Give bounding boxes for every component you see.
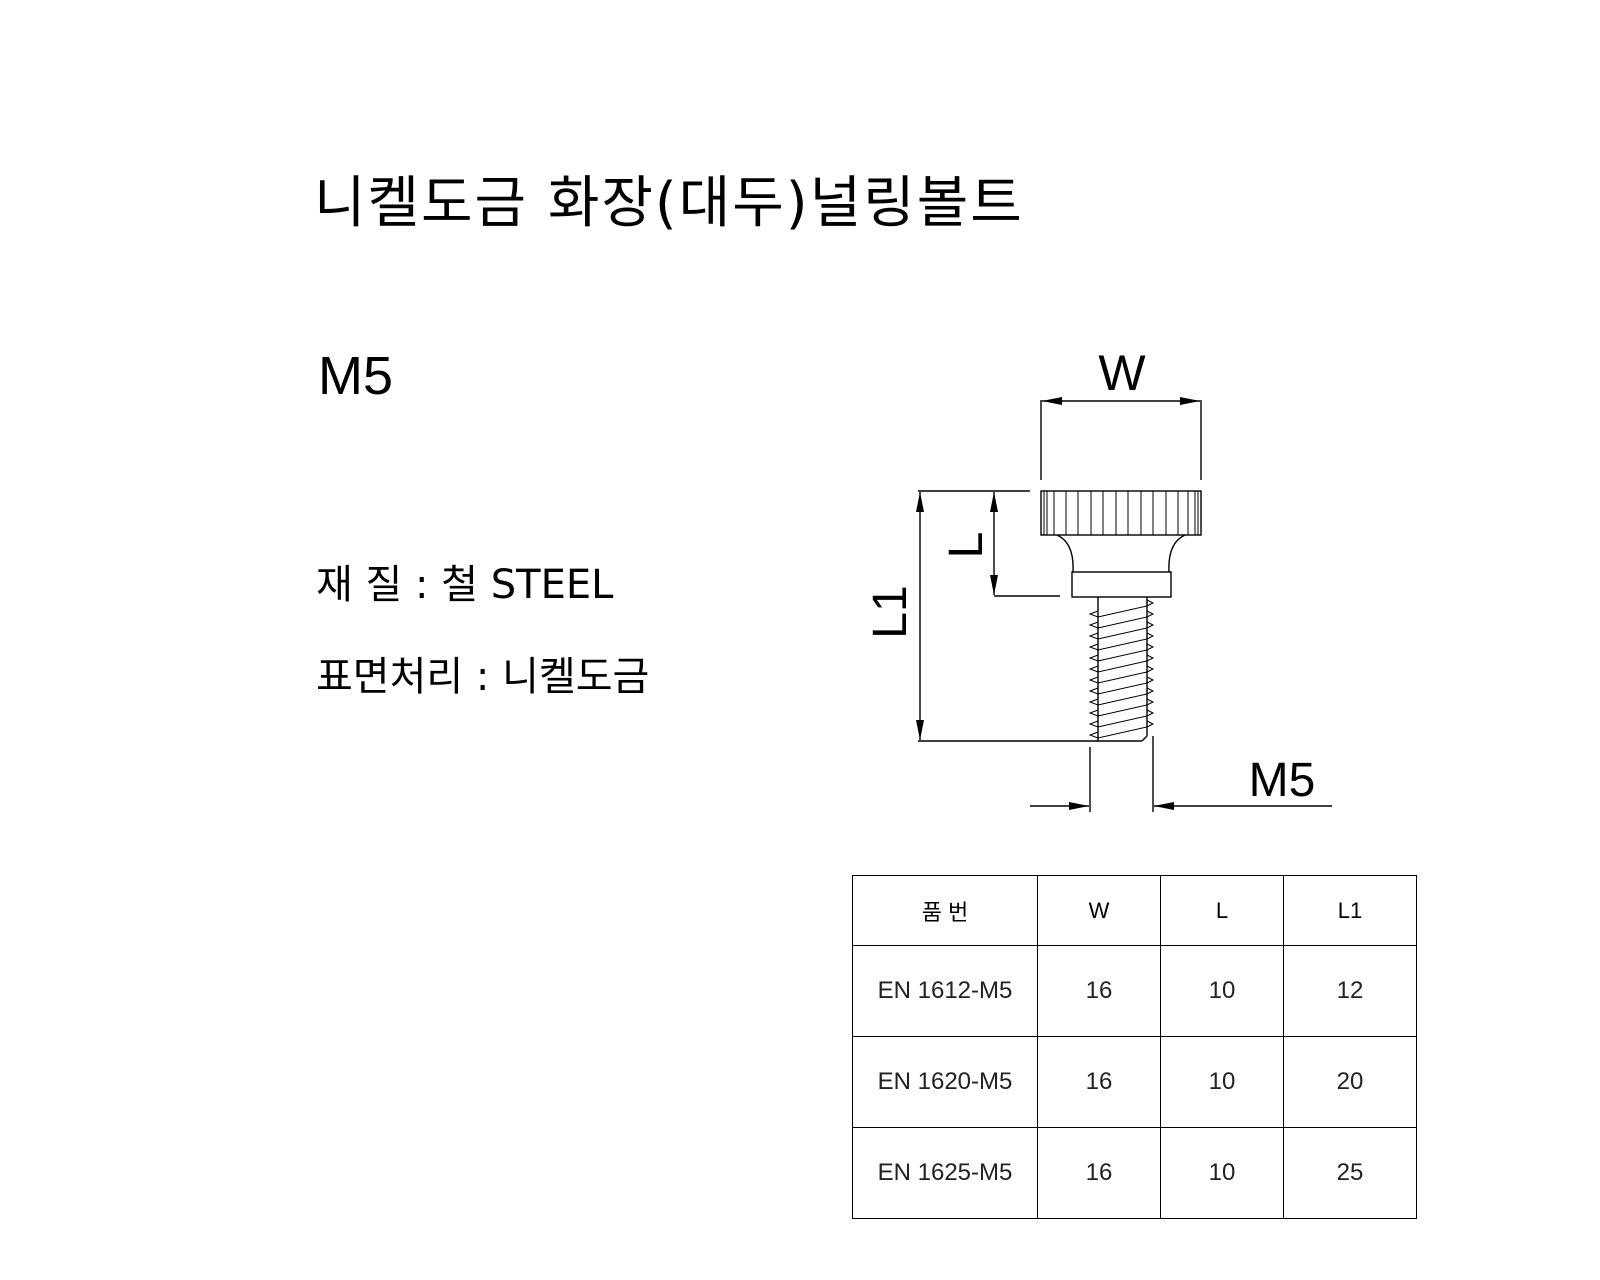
knurled-head <box>1040 490 1202 536</box>
threaded-shank <box>1088 597 1155 742</box>
w-dimension <box>1040 397 1202 480</box>
bolt-neck <box>1056 534 1186 573</box>
l-dimension <box>990 492 1060 597</box>
dim-l1-label: L1 <box>864 585 917 638</box>
cell-w: 16 <box>1037 1127 1161 1219</box>
thread-line <box>1088 654 1155 673</box>
cell-w: 16 <box>1037 945 1161 1037</box>
surface-value: 니켈도금 <box>502 654 650 700</box>
cell-l: 10 <box>1160 1036 1284 1128</box>
cell-part-no: EN 1625-M5 <box>852 1127 1038 1219</box>
material-value: 철 STEEL <box>441 562 614 608</box>
dim-l-label: L <box>940 532 993 559</box>
cell-l1: 20 <box>1283 1036 1417 1128</box>
header-l1: L1 <box>1283 875 1417 946</box>
cell-l: 10 <box>1160 945 1284 1037</box>
cell-part-no: EN 1620-M5 <box>852 1036 1038 1128</box>
thread-line <box>1088 621 1155 640</box>
spec-table: 품 번 W L L1 EN 1612-M5 16 10 12 EN 1620-M… <box>852 875 1417 1219</box>
thread-line <box>1088 643 1155 662</box>
table-row: EN 1612-M5 16 10 12 <box>852 945 1417 1037</box>
header-w: W <box>1037 875 1161 946</box>
thread-dimension <box>1030 736 1332 812</box>
table-row: EN 1625-M5 16 10 25 <box>852 1127 1417 1219</box>
cell-l1: 25 <box>1283 1127 1417 1219</box>
thread-line <box>1088 720 1155 739</box>
table-header-row: 품 번 W L L1 <box>852 875 1417 946</box>
thread-line <box>1088 599 1155 618</box>
thread-line <box>1088 698 1155 717</box>
thread-line <box>1088 709 1155 728</box>
cell-part-no: EN 1612-M5 <box>852 945 1038 1037</box>
thread-line <box>1088 665 1155 684</box>
dim-w-label: W <box>1098 345 1146 401</box>
material-label: 재 질 <box>316 562 403 608</box>
bolt-collar <box>1071 571 1172 598</box>
table-row: EN 1620-M5 16 10 20 <box>852 1036 1417 1128</box>
surface-label: 표면처리 <box>316 654 464 700</box>
separator: : <box>415 562 429 608</box>
cell-w: 16 <box>1037 1036 1161 1128</box>
material-spec: 재 질 : 철 STEEL <box>316 552 613 610</box>
surface-spec: 표면처리 : 니켈도금 <box>316 644 649 702</box>
header-part-no: 품 번 <box>852 875 1038 946</box>
page-title: 니켈도금 화장(대두)널링볼트 <box>314 171 1024 236</box>
separator: : <box>475 654 490 700</box>
cell-l: 10 <box>1160 1127 1284 1219</box>
thread-line <box>1088 687 1155 706</box>
l1-dimension <box>916 490 1098 742</box>
size-label: M5 <box>318 346 394 406</box>
cell-l1: 12 <box>1283 945 1417 1037</box>
thread-line <box>1088 610 1155 629</box>
thread-line <box>1088 632 1155 651</box>
header-l: L <box>1160 875 1284 946</box>
thread-line <box>1088 676 1155 695</box>
dim-m5-label: M5 <box>1249 754 1316 807</box>
